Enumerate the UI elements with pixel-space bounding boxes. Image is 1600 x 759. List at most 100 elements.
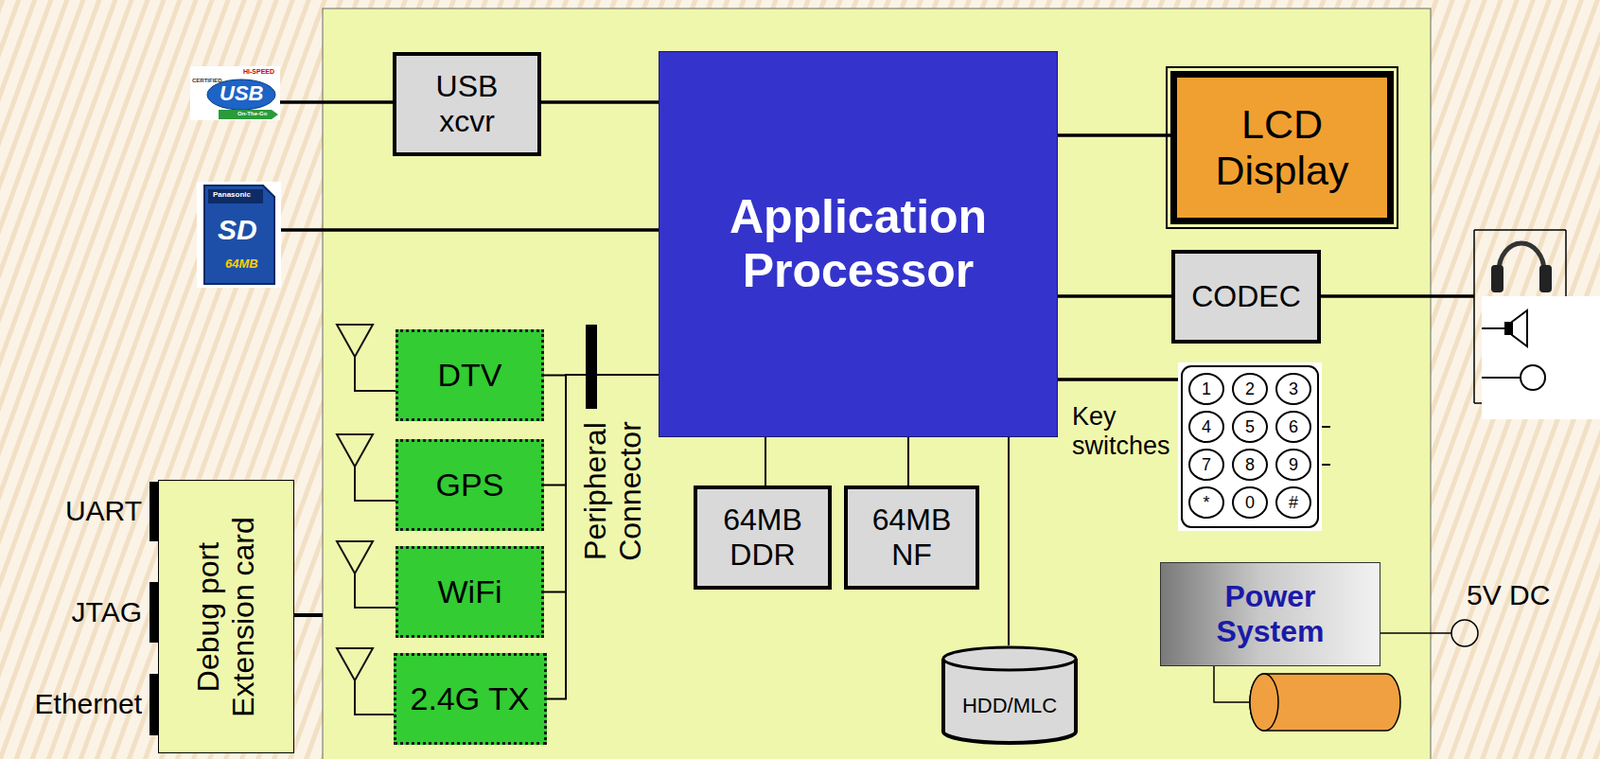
antenna-lead	[354, 680, 396, 715]
audio-bracket	[1474, 228, 1566, 231]
box-label: 2.4G TX	[410, 680, 530, 718]
memory-box: 64MB DDR	[693, 485, 832, 590]
audio-bracket	[1564, 229, 1567, 297]
key-outline	[1276, 373, 1311, 405]
key-outline	[1276, 487, 1311, 518]
audio-bracket	[1473, 229, 1476, 404]
battery-end	[1249, 673, 1279, 731]
antenna-symbol	[336, 434, 373, 467]
board-panel	[322, 8, 1431, 759]
audio-patch	[1481, 296, 1600, 420]
cylinder-top	[943, 647, 1076, 670]
radio-module: DTV	[395, 329, 545, 422]
key-outline	[1232, 373, 1267, 405]
codec-box: CODEC	[1171, 249, 1321, 344]
connector	[1057, 377, 1179, 382]
connector	[541, 100, 659, 105]
box-label: USB xcvr	[424, 69, 510, 140]
antenna-symbol	[336, 541, 373, 574]
box-label: Application Processor	[697, 190, 1020, 299]
key-label: 8	[1233, 454, 1266, 475]
mic-lead	[1481, 376, 1521, 379]
radio-module: GPS	[395, 439, 545, 531]
logo-text: USB	[219, 83, 264, 105]
key-label: 2	[1233, 378, 1266, 400]
power-label-holder: 5V DC	[1466, 579, 1571, 613]
speaker-lead	[1481, 327, 1505, 330]
key-label: #	[1277, 492, 1310, 513]
key-label: 0	[1233, 492, 1266, 513]
key-label: 7	[1190, 454, 1223, 475]
signal-name: Ethernet	[18, 687, 142, 721]
power-box: Power System	[1160, 562, 1381, 667]
logo-text: HI-SPEED	[243, 68, 275, 75]
battery-symbol	[1249, 673, 1401, 731]
card-text: 64MB	[225, 257, 259, 270]
power-wire	[1380, 632, 1452, 634]
box-label: 64MB DDR	[715, 502, 810, 573]
key-label: *	[1190, 492, 1223, 513]
debug-card: Debug port Extension card	[158, 479, 295, 754]
key-label: 5	[1233, 416, 1266, 438]
signal-name-holder: Ethernet	[18, 687, 142, 721]
speaker-cone	[1512, 310, 1528, 347]
connector	[907, 437, 910, 486]
headphone-cup	[1491, 264, 1504, 293]
box-label: 64MB NF	[864, 502, 960, 573]
connector	[281, 228, 659, 232]
key-outline	[1276, 411, 1311, 442]
connector	[1007, 437, 1010, 646]
card-text: Panasonic	[212, 191, 251, 199]
logo-ellipse	[207, 79, 276, 110]
key-outline	[1189, 449, 1224, 480]
box-label: LCD Display	[1201, 101, 1363, 195]
key-lead	[1321, 425, 1331, 428]
box-label: CODEC	[1191, 279, 1302, 315]
connector-bar	[585, 324, 598, 409]
connector	[544, 374, 659, 593]
audio-wire	[1320, 294, 1475, 299]
logo-text: On-The-Go	[237, 110, 267, 117]
display-box: LCD Display	[1170, 70, 1394, 225]
antenna-symbol	[336, 648, 373, 681]
keypad: 123456789*0#	[1178, 362, 1322, 531]
connector	[280, 100, 393, 105]
storage-cylinder: HDD/MLC	[940, 645, 1079, 745]
mic-symbol	[1520, 365, 1546, 390]
key-label: 1	[1190, 378, 1223, 400]
key-label: 3	[1277, 378, 1310, 400]
headphone-cup	[1539, 264, 1552, 293]
signal-name-holder: UART	[18, 494, 142, 528]
power-label: 5V DC	[1466, 579, 1571, 613]
key-outline	[1189, 411, 1224, 442]
connector	[1057, 133, 1171, 138]
key-label: 6	[1277, 416, 1310, 438]
part-label: Key switches	[1072, 402, 1177, 461]
box-label: WiFi	[438, 573, 503, 611]
signal-name-holder: JTAG	[18, 596, 142, 630]
card-band	[208, 189, 264, 204]
headphone-band	[1498, 243, 1545, 272]
antenna-symbol	[336, 324, 373, 357]
memory-box: 64MB NF	[843, 485, 980, 590]
antenna-lead	[354, 356, 396, 391]
processor-box: Application Processor	[658, 51, 1058, 438]
connector	[546, 374, 660, 700]
part-label-holder: Key switches	[1072, 402, 1177, 461]
sd-card: PanasonicSD 64MB	[196, 181, 282, 288]
key-outline	[1276, 449, 1311, 480]
card-text: SD	[217, 215, 258, 245]
box-label: DTV	[438, 356, 503, 394]
keypad-frame	[1181, 366, 1319, 528]
signal-name: UART	[18, 494, 142, 528]
connector-label: Peripheral Connector	[578, 413, 649, 570]
key-outline	[1189, 373, 1224, 405]
radio-module: WiFi	[395, 545, 545, 638]
box-label: Power System	[1204, 579, 1337, 650]
key-outline	[1232, 449, 1267, 480]
signal-name: JTAG	[18, 596, 142, 630]
connector	[1057, 294, 1172, 299]
debug-wire	[294, 613, 323, 617]
key-outline	[1232, 487, 1267, 518]
